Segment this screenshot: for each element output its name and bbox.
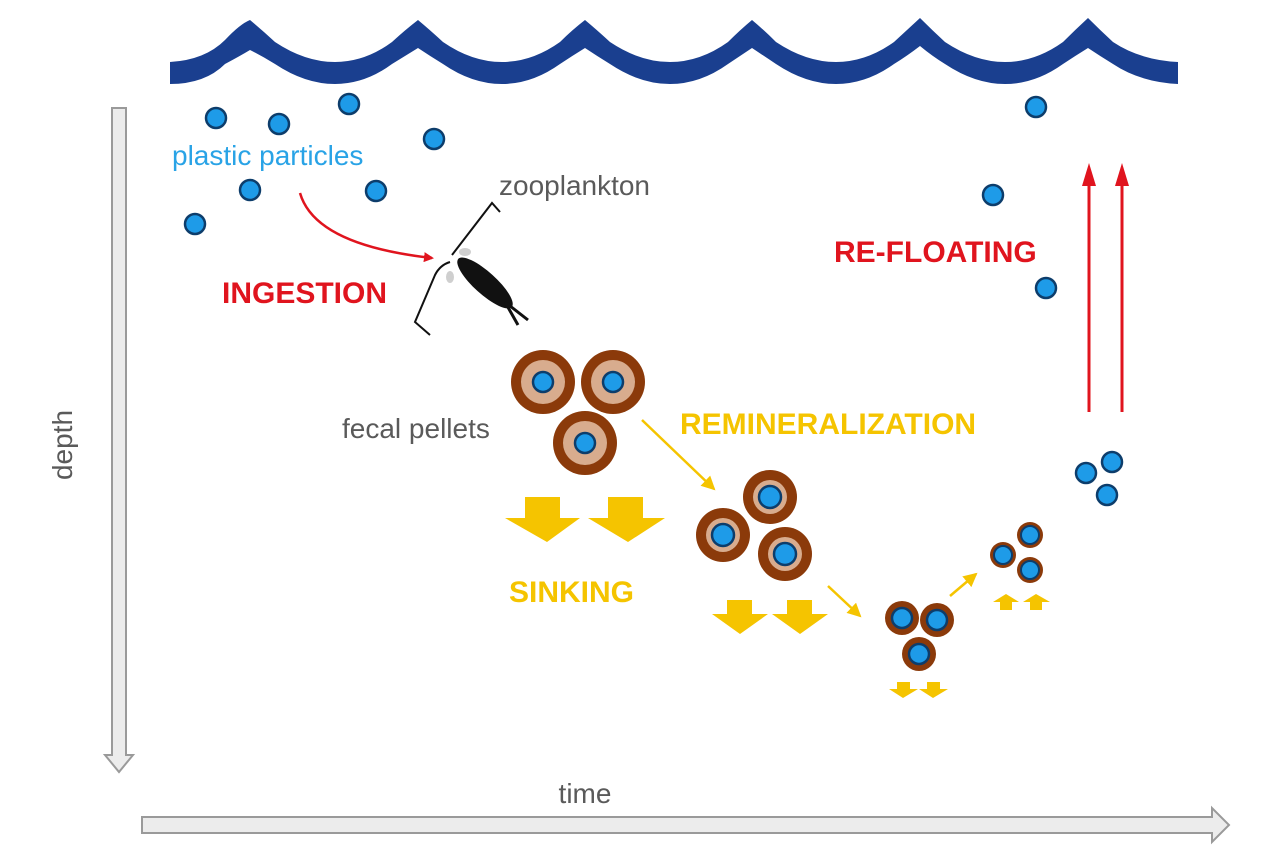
remineralization-label: REMINERALIZATION xyxy=(680,408,976,441)
fecal-pellet xyxy=(990,542,1016,568)
sinking-arrows-large xyxy=(505,497,665,542)
time-axis-label: time xyxy=(559,778,612,809)
sinking-arrow xyxy=(919,682,948,698)
plastic-particle xyxy=(1074,461,1098,485)
fecal-pellets-large xyxy=(511,350,645,475)
plastic-particle xyxy=(238,178,262,202)
remineralization-arrow xyxy=(827,585,862,618)
sinking-arrow xyxy=(889,682,918,698)
plastic-particle xyxy=(267,112,291,136)
released-plastic-particles xyxy=(1074,450,1124,507)
fecal-pellet xyxy=(581,350,645,414)
sinking-arrows-small xyxy=(889,682,948,698)
ingestion-arrow xyxy=(298,192,434,263)
plastic-particles-label: plastic particles xyxy=(172,140,363,171)
fecal-pellet xyxy=(902,637,936,671)
fecal-pellet xyxy=(743,470,797,524)
rising-arrow xyxy=(993,594,1019,610)
plastic-particle xyxy=(204,106,228,130)
sinking-label: SINKING xyxy=(509,576,634,609)
fecal-pellet xyxy=(553,411,617,475)
plastic-particle xyxy=(1100,450,1124,474)
fecal-pellets-medium xyxy=(696,470,812,581)
zooplankton-label: zooplankton xyxy=(499,170,650,201)
ingestion-label: INGESTION xyxy=(222,277,387,310)
fecal-pellet xyxy=(920,603,954,637)
plastic-particle xyxy=(981,183,1005,207)
sinking-arrow xyxy=(505,497,580,542)
fecal-pellet xyxy=(885,601,919,635)
fecal-pellet xyxy=(696,508,750,562)
time-axis-arrow xyxy=(141,805,1231,845)
sinking-arrow xyxy=(712,600,768,634)
depth-axis-arrow xyxy=(102,107,136,774)
plastic-particle xyxy=(337,92,361,116)
depth-axis-label: depth xyxy=(47,410,78,480)
remineralization-arrow xyxy=(641,419,716,491)
zooplankton-icon xyxy=(413,201,529,336)
plastic-particle xyxy=(1034,276,1058,300)
fecal-pellet xyxy=(758,527,812,581)
sinking-arrow xyxy=(772,600,828,634)
plastic-particle xyxy=(364,179,388,203)
re-floating-label: RE-FLOATING xyxy=(834,236,1037,269)
rising-arrows-small xyxy=(993,594,1050,610)
plastic-particle xyxy=(183,212,207,236)
rising-arrow xyxy=(1023,594,1050,610)
sinking-arrows-medium xyxy=(712,600,828,634)
plastic-particle xyxy=(422,127,446,151)
refloated-plastic-particles xyxy=(981,95,1058,300)
fecal-pellets-small xyxy=(885,601,954,671)
fecal-pellet xyxy=(511,350,575,414)
fecal-pellets-label: fecal pellets xyxy=(342,413,490,444)
remineralization-arrow xyxy=(949,572,978,597)
fecal-pellet xyxy=(1017,557,1043,583)
surface-plastic-particles xyxy=(183,92,446,236)
water-surface xyxy=(170,18,1178,84)
re-floating-arrows xyxy=(1082,163,1129,412)
fecal-pellet xyxy=(1017,522,1043,548)
sinking-arrow xyxy=(588,497,665,542)
plastic-particle xyxy=(1024,95,1048,119)
fecal-pellets-rising xyxy=(990,522,1043,583)
plastic-particle xyxy=(1095,483,1119,507)
